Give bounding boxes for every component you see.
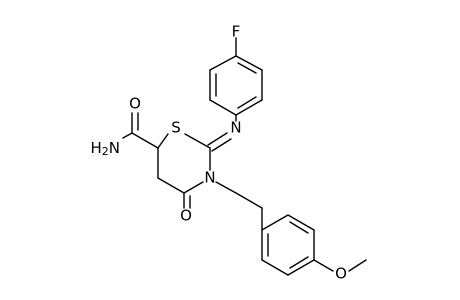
atom-labels: F N S N H2N O O O	[90, 23, 346, 283]
bond-c6-camide	[131, 132, 159, 149]
bond-ring1-f	[209, 55, 237, 71]
bond-ring2-b	[287, 214, 315, 231]
bond-s-c6	[157, 133, 169, 149]
bond-ch2a-ch2b	[235, 192, 263, 209]
bond-n-c2-double-b	[211, 138, 232, 152]
bond-ring2-d	[287, 259, 315, 276]
bond-ring1-d	[209, 99, 237, 116]
bond-ring2-e	[261, 259, 289, 276]
bond-ring2-inner-1	[289, 221, 309, 234]
bond-c5-c4	[157, 177, 185, 194]
bond-ring1-c	[235, 99, 263, 116]
atom-ring-nitrogen: N	[204, 169, 215, 187]
bond-ring2-o	[313, 259, 334, 272]
atom-sulfur: S	[171, 119, 181, 137]
bond-ring1-inner-2	[237, 96, 257, 109]
bond-c4-n3	[183, 181, 204, 194]
atom-fluorine: F	[232, 23, 241, 41]
atom-amide-oxygen: O	[129, 95, 141, 113]
atom-imine-nitrogen: N	[230, 119, 241, 137]
atom-keto-oxygen: O	[180, 207, 192, 225]
bond-camide-n	[122, 132, 133, 139]
bond-ring1-inner-1	[237, 62, 257, 74]
bond-ring1-a	[235, 55, 263, 71]
bond-n-c2-double-a	[207, 132, 228, 146]
atom-amide-group: H2N	[90, 139, 120, 159]
atom-methoxy-oxygen: O	[335, 265, 347, 283]
bond-c2-s	[184, 133, 211, 149]
bonds-group	[122, 37, 367, 276]
bond-n3-ch2a	[215, 181, 237, 194]
bond-o-ch3	[348, 259, 367, 272]
bond-ring2-inner-2	[289, 256, 309, 269]
bond-ring2-a	[261, 214, 289, 231]
